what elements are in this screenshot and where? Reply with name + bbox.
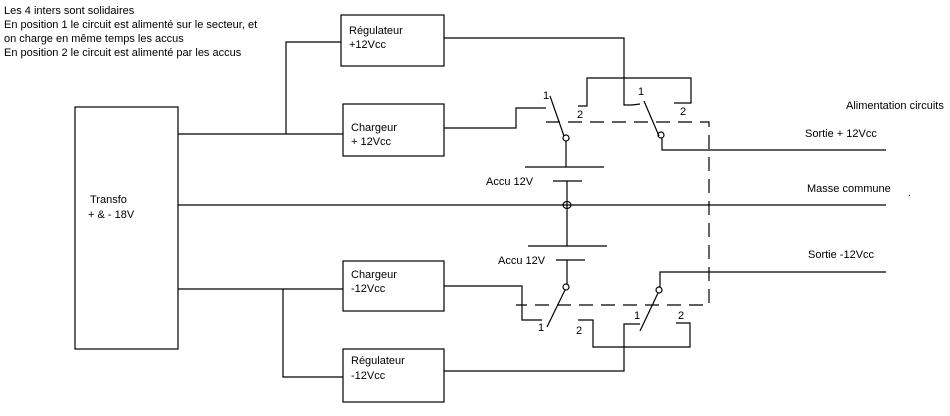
battery-top-label: Accu 12V (486, 176, 534, 188)
switch-pos2-label: 2 (576, 325, 582, 337)
note-line: on charge en même temps les accus (4, 33, 184, 45)
switch-pos1-label: 1 (638, 86, 644, 98)
note-line: Les 4 inters sont solidaires (4, 5, 135, 17)
note-line: En position 1 le circuit est alimenté su… (4, 19, 258, 31)
switch-pos1-label: 1 (543, 90, 549, 102)
battery-top: Accu 12V (486, 166, 604, 205)
regulateur-neg-voltage: -12Vcc (351, 370, 386, 382)
switch-top-right: 1 2 (638, 86, 886, 151)
wire-chargeur-pos-out (444, 107, 546, 129)
chargeur-neg-voltage: -12Vcc (351, 283, 386, 295)
chargeur-pos-block: Chargeur + 12Vcc (342, 103, 445, 157)
stray-dot: . (908, 187, 911, 199)
switch-linkage (516, 121, 710, 306)
chargeur-pos-voltage: + 12Vcc (351, 136, 392, 148)
regulateur-neg-block: Régulateur -12Vcc (342, 348, 445, 403)
battery-bottom-label: Accu 12V (498, 255, 546, 267)
wire-chargeur-neg-out (444, 285, 542, 321)
switch-pos1-label: 1 (634, 310, 640, 322)
chargeur-pos-box (342, 103, 445, 157)
regulateur-pos-block: Régulateur +12Vcc (340, 14, 445, 67)
chargeur-neg-label: Chargeur (351, 269, 397, 281)
switch-pos2-label: 2 (678, 310, 684, 322)
transfo-block: Transfo + & - 18V (74, 106, 179, 350)
switch-bottom-right: 1 2 (634, 271, 886, 332)
outputs-header: Alimentation circuits (846, 100, 944, 112)
wire-regulateur-pos-out (444, 37, 641, 106)
regulateur-pos-box (340, 14, 445, 67)
regulateur-neg-label: Régulateur (351, 355, 405, 367)
regulateur-pos-voltage: +12Vcc (349, 39, 386, 51)
switch-bottom-left: 1 2 (538, 283, 582, 337)
chargeur-neg-block: Chargeur -12Vcc (342, 260, 445, 312)
switch-pos2-label: 2 (577, 109, 583, 121)
explanation-note: Les 4 inters sont solidaires En position… (4, 4, 257, 60)
switch-pos2-label: 2 (680, 106, 686, 118)
transfo-label: Transfo (90, 194, 127, 206)
regulateur-pos-label: Régulateur (349, 25, 403, 37)
wire-top-pos2-link (578, 77, 692, 107)
wire-transfo-pos (178, 41, 343, 135)
ground-node (562, 200, 572, 246)
output-neg-label: Sortie -12Vcc (808, 249, 875, 261)
output-pos-label: Sortie + 12Vcc (805, 128, 877, 140)
switch-top-left: 1 2 (543, 90, 583, 167)
transfo-box (74, 106, 179, 350)
wire-bottom-pos2-link (578, 319, 691, 348)
wire-transfo-neg (178, 288, 343, 378)
note-line: En position 2 le circuit est alimenté pa… (4, 47, 242, 59)
chargeur-pos-label: Chargeur (351, 122, 397, 134)
transfo-voltage: + & - 18V (88, 209, 135, 221)
wire-regulateur-neg-out (444, 323, 640, 372)
chargeur-neg-box (342, 260, 445, 312)
output-ground-label: Masse commune (807, 183, 891, 195)
switch-pos1-label: 1 (538, 322, 544, 334)
output-lines: Alimentation circuits Sortie + 12Vcc Mas… (805, 100, 944, 261)
battery-bottom: Accu 12V (498, 245, 607, 284)
regulateur-neg-box (342, 348, 445, 403)
